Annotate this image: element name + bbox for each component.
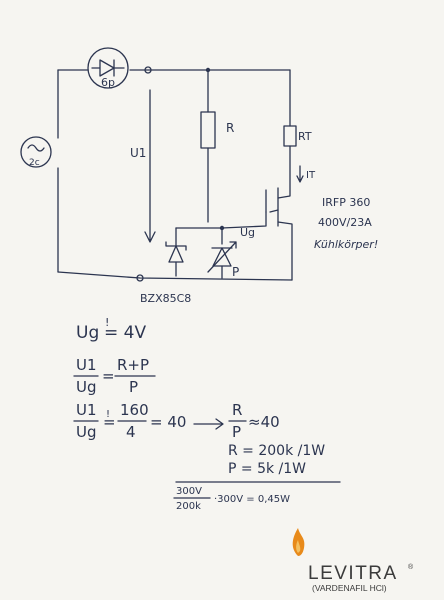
svg-text:=: = <box>102 367 115 385</box>
eq1-lhs: Ug <box>76 323 99 343</box>
potentiometer-symbol <box>207 241 237 273</box>
source-wire <box>277 221 293 281</box>
gate-wire <box>221 211 267 229</box>
current-arrow <box>296 165 304 183</box>
source-label: 2c <box>29 158 40 168</box>
eq3-approx: ≈40 <box>248 413 280 431</box>
eq3-denominator: Ug <box>76 423 97 441</box>
drain-wire <box>277 145 291 199</box>
diode-symbol <box>87 47 129 89</box>
brand-name: LEVITRA <box>308 563 398 584</box>
zener-diode-symbol <box>165 241 187 263</box>
eq3-middle-numerator: 160 <box>120 401 149 419</box>
bottom-wire <box>57 271 293 281</box>
power-product: ·300V = 0,45W <box>214 494 290 505</box>
mosfet-note-line3: Kühlkörper! <box>314 238 378 251</box>
equations: Ug ! = 4V U1 Ug = R+P P U1 Ug ! = 160 4 … <box>73 316 341 512</box>
eq3-numerator: U1 <box>76 401 97 419</box>
diode-label: 6p <box>101 76 115 89</box>
resistor-rt-label: RT <box>298 130 312 143</box>
resistor-r-label: R <box>226 121 234 135</box>
terminal <box>136 274 144 282</box>
eq2-numerator: U1 <box>76 356 97 374</box>
pot-label: P <box>232 265 239 279</box>
gate-label: Ug <box>240 226 255 239</box>
eq3-rhs-denominator: P <box>232 423 241 441</box>
svg-text:=: = <box>103 413 116 431</box>
p-value: P = 5k /1W <box>228 461 306 477</box>
eq2-rhs-numerator: R+P <box>117 356 149 374</box>
u1-arrow <box>144 89 156 243</box>
zener-part-label: BZX85C8 <box>140 292 191 305</box>
resistor-rt <box>283 125 297 147</box>
brand-subtitle: (VARDENAFIL HCl) <box>312 583 387 593</box>
eq3-middle-denominator: 4 <box>126 423 136 441</box>
ac-source-symbol <box>20 136 52 168</box>
flame-icon <box>292 528 305 556</box>
circuit-diagram <box>57 66 293 282</box>
eq3-rhs-numerator: R <box>232 401 242 419</box>
u1-label: U1 <box>130 146 146 160</box>
brand-registered: ® <box>408 563 414 571</box>
power-fraction-denominator: 200k <box>176 501 201 512</box>
eq3-equals-40: = 40 <box>150 413 186 431</box>
eq2-denominator: Ug <box>76 378 97 396</box>
terminal <box>144 66 152 74</box>
eq1-op: ! <box>105 316 109 329</box>
r-value: R = 200k /1W <box>228 443 325 459</box>
current-label: IT <box>306 170 316 181</box>
mosfet-note-line2: 400V/23A <box>318 216 372 229</box>
brand-logo: LEVITRA ® (VARDENAFIL HCl) <box>292 528 414 593</box>
mosfet-note-line1: IRFP 360 <box>322 196 370 209</box>
resistor-r <box>200 111 216 149</box>
eq1-rhs: = 4V <box>104 323 146 343</box>
implies-arrow <box>193 418 224 430</box>
mosfet-symbol <box>265 187 279 227</box>
junction-dot <box>219 225 225 231</box>
junction-dot <box>205 67 211 73</box>
eq3-op: ! <box>106 409 110 420</box>
eq2-rhs-denominator: P <box>129 378 138 396</box>
power-fraction-numerator: 300V <box>176 486 202 497</box>
